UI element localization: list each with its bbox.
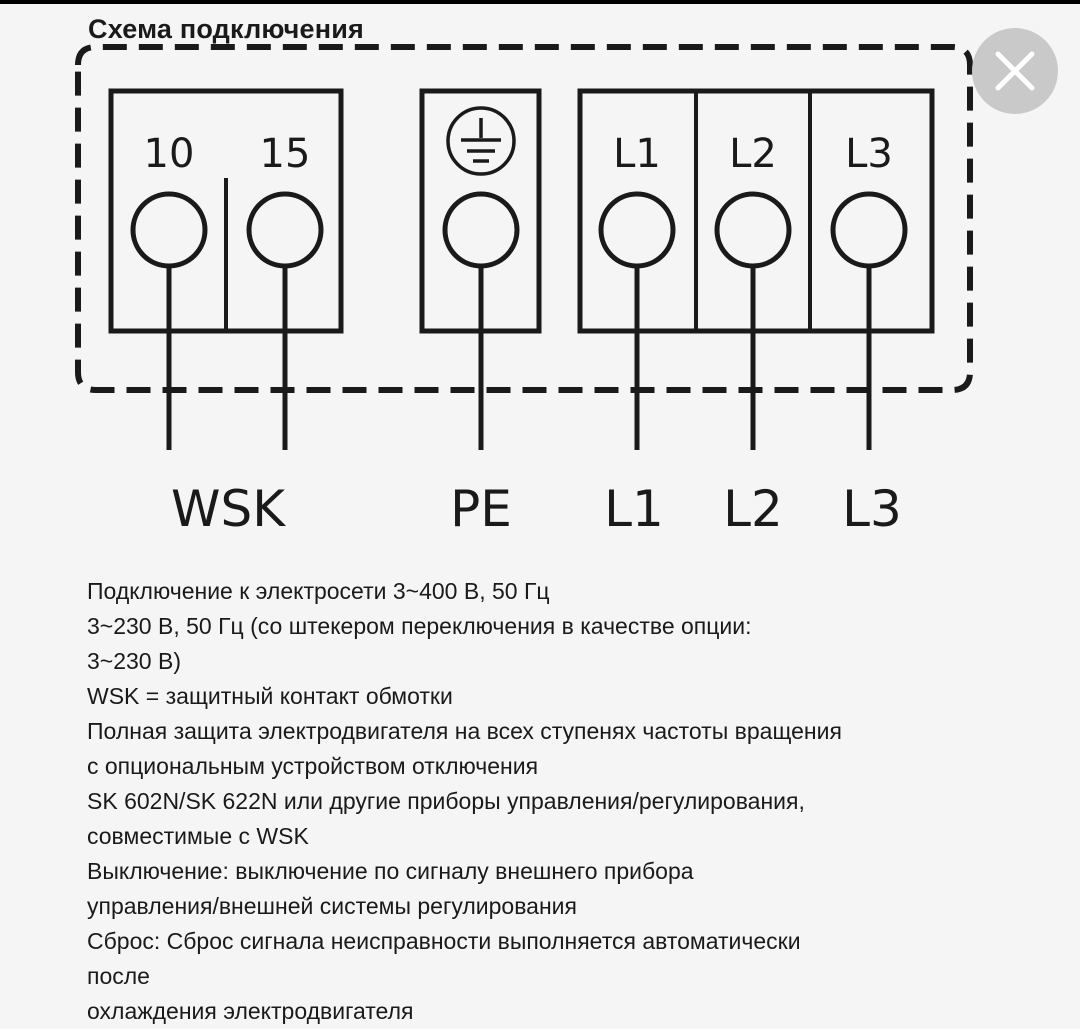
wire-label-l1: L1 — [604, 480, 664, 538]
dashed-enclosure — [75, 44, 973, 393]
terminal-screw — [598, 191, 676, 269]
note-line: с опциональным устройством отключения — [87, 753, 539, 779]
terminal-label: 15 — [260, 131, 311, 177]
wiring-diagram: 10 15 L1 L2 L3 WSK PE L1 L2 L3 — [75, 44, 973, 538]
note-line: Полная защита электродвигателя на всех с… — [87, 718, 842, 744]
note-line: SK 602N/SK 622N или другие приборы управ… — [87, 788, 805, 814]
note-line: Сброс: Сброс сигнала неисправности выпол… — [87, 928, 801, 954]
terminal-label: L3 — [845, 131, 893, 177]
close-button[interactable] — [972, 28, 1058, 114]
note-line: WSK = защитный контакт обмотки — [87, 683, 453, 709]
terminal-screw — [130, 191, 208, 269]
wire-label-pe: PE — [450, 480, 512, 538]
terminal-label: 10 — [144, 131, 195, 177]
ground-icon — [446, 106, 516, 176]
phase-terminal-block — [577, 88, 935, 334]
top-bar — [0, 0, 1080, 4]
terminal-screw — [714, 191, 792, 269]
connection-notes: Подключение к электросети 3~400 В, 50 Гц… — [87, 574, 1047, 1029]
terminal-screw — [830, 191, 908, 269]
note-line: управления/внешней системы регулирования — [87, 893, 577, 919]
close-icon — [995, 51, 1035, 91]
diagram-heading: Схема подключения — [88, 14, 364, 44]
terminal-screw — [442, 191, 520, 269]
wire-label-l3: L3 — [842, 480, 902, 538]
terminal-screw — [246, 191, 324, 269]
note-line: 3~230 В, 50 Гц (со штекером переключения… — [87, 613, 752, 639]
terminal-label: L1 — [613, 131, 661, 177]
note-line: совместимые с WSK — [87, 823, 309, 849]
wires — [166, 266, 872, 450]
note-line: после — [87, 963, 150, 989]
terminal-label: L2 — [729, 131, 777, 177]
note-line: Подключение к электросети 3~400 В, 50 Гц — [87, 578, 550, 604]
wire-label-l2: L2 — [723, 480, 783, 538]
note-line: Выключение: выключение по сигналу внешне… — [87, 858, 694, 884]
note-line: 3~230 В) — [87, 648, 181, 674]
wire-label-wsk: WSK — [171, 480, 286, 538]
note-line: охлаждения электродвигателя — [87, 998, 414, 1024]
